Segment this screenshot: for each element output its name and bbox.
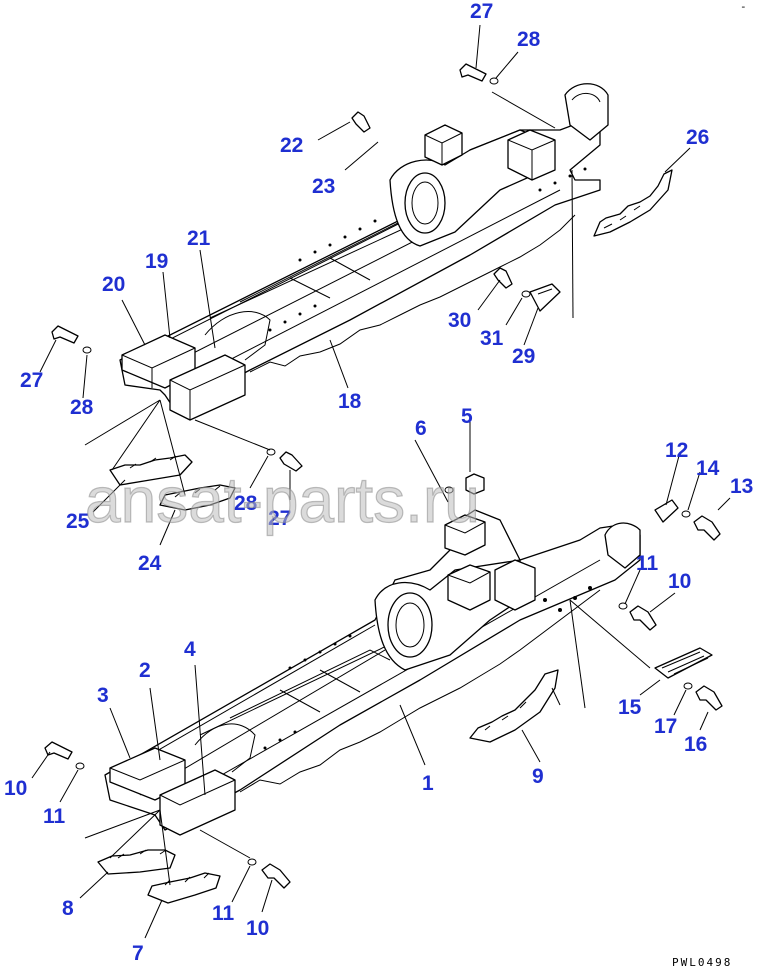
callout-29: 29 bbox=[512, 345, 535, 368]
callout-14: 14 bbox=[696, 457, 720, 480]
callout-27: 27 bbox=[20, 369, 43, 392]
leader-lines bbox=[31, 24, 731, 939]
callout-1: 1 bbox=[422, 772, 434, 795]
callout-11: 11 bbox=[43, 805, 66, 828]
callout-18: 18 bbox=[338, 390, 362, 413]
callout-27: 27 bbox=[470, 0, 493, 23]
callout-27: 27 bbox=[268, 507, 291, 530]
callout-4: 4 bbox=[184, 638, 196, 661]
upper-hardware bbox=[51, 63, 673, 511]
callout-20: 20 bbox=[102, 273, 125, 296]
callout-12: 12 bbox=[665, 439, 688, 462]
callout-23: 23 bbox=[312, 175, 335, 198]
lower-track-frame bbox=[104, 509, 641, 836]
callout-10: 10 bbox=[4, 777, 27, 800]
callout-labels: 27 28 22 23 26 21 19 20 27 28 30 31 29 1… bbox=[4, 0, 753, 965]
callout-11: 11 bbox=[636, 552, 659, 575]
upper-track-frame bbox=[119, 83, 609, 421]
watermark: ansat-parts.ru bbox=[85, 464, 480, 536]
callout-9: 9 bbox=[532, 765, 544, 788]
callout-15: 15 bbox=[618, 696, 642, 719]
callout-2: 2 bbox=[139, 659, 151, 682]
lower-hardware bbox=[44, 473, 723, 904]
callout-13: 13 bbox=[730, 475, 753, 498]
callout-6: 6 bbox=[415, 417, 427, 440]
callout-25: 25 bbox=[66, 510, 90, 533]
callout-7: 7 bbox=[132, 942, 144, 965]
callout-10: 10 bbox=[668, 570, 691, 593]
corner-mark: - bbox=[740, 0, 749, 13]
callout-26: 26 bbox=[686, 126, 709, 149]
callout-10: 10 bbox=[246, 917, 269, 940]
callout-28: 28 bbox=[517, 28, 541, 51]
callout-3: 3 bbox=[97, 684, 109, 707]
callout-22: 22 bbox=[280, 134, 303, 157]
callout-28: 28 bbox=[70, 396, 94, 419]
callout-28: 28 bbox=[234, 492, 258, 515]
callout-16: 16 bbox=[684, 733, 707, 756]
callout-5: 5 bbox=[461, 405, 473, 428]
callout-17: 17 bbox=[654, 715, 677, 738]
callout-19: 19 bbox=[145, 250, 168, 273]
drawing-code: PWL0498 bbox=[672, 956, 732, 969]
callout-8: 8 bbox=[62, 897, 74, 920]
callout-21: 21 bbox=[187, 227, 211, 250]
callout-24: 24 bbox=[138, 552, 162, 575]
callout-30: 30 bbox=[448, 309, 471, 332]
callout-11: 11 bbox=[212, 902, 235, 925]
callout-31: 31 bbox=[480, 327, 504, 350]
